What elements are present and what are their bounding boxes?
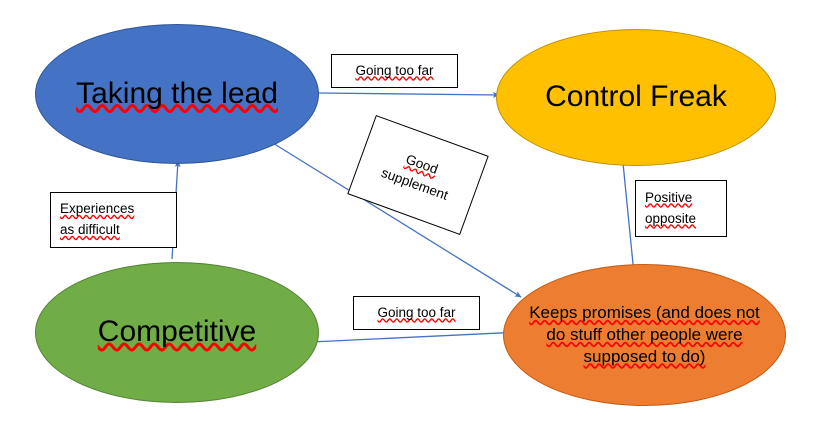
edge-label-positive-opposite-line-2: opposite — [645, 210, 697, 226]
edge-taking-the-lead-to-control-freak — [317, 91, 500, 98]
edge-label-positive-opposite[interactable]: Positive opposite — [635, 180, 727, 237]
node-competitive-label: Competitive — [97, 315, 257, 349]
node-competitive[interactable]: Competitive — [35, 262, 319, 403]
edge-label-going-too-far-bottom[interactable]: Going too far — [353, 296, 480, 330]
edge-label-going-too-far-top-text: Going too far — [355, 62, 434, 78]
node-taking-the-lead-label: Taking the lead — [76, 76, 278, 110]
node-keeps-promises-line-2: do stuff other people were — [546, 325, 743, 345]
edge-label-positive-opposite-line-1: Positive — [645, 189, 693, 205]
edge-label-going-too-far-bottom-text: Going too far — [377, 304, 456, 320]
edge-label-experiences-as-difficult-line-1: Experiences — [60, 201, 135, 217]
node-taking-the-lead[interactable]: Taking the lead — [35, 24, 319, 164]
edge-label-good-supplement[interactable]: Good supplement — [347, 115, 489, 235]
edge-label-experiences-as-difficult-line-2: as difficult — [60, 222, 120, 237]
node-control-freak[interactable]: Control Freak — [496, 29, 776, 166]
edge-label-going-too-far-top[interactable]: Going too far — [331, 54, 458, 88]
node-keeps-promises-label: Keeps promises (and does not do stuff ot… — [521, 302, 768, 367]
node-keeps-promises-line-1: Keeps promises (and does not — [529, 303, 760, 323]
edge-control-freak-to-keeps-promises — [622, 162, 637, 275]
edge-keeps-promises-to-competitive — [310, 331, 522, 345]
node-keeps-promises[interactable]: Keeps promises (and does not do stuff ot… — [503, 264, 786, 406]
node-keeps-promises-line-3: supposed to do) — [583, 346, 706, 366]
node-control-freak-label: Control Freak — [545, 80, 727, 114]
edge-label-experiences-as-difficult[interactable]: Experiences as difficult — [50, 192, 177, 248]
